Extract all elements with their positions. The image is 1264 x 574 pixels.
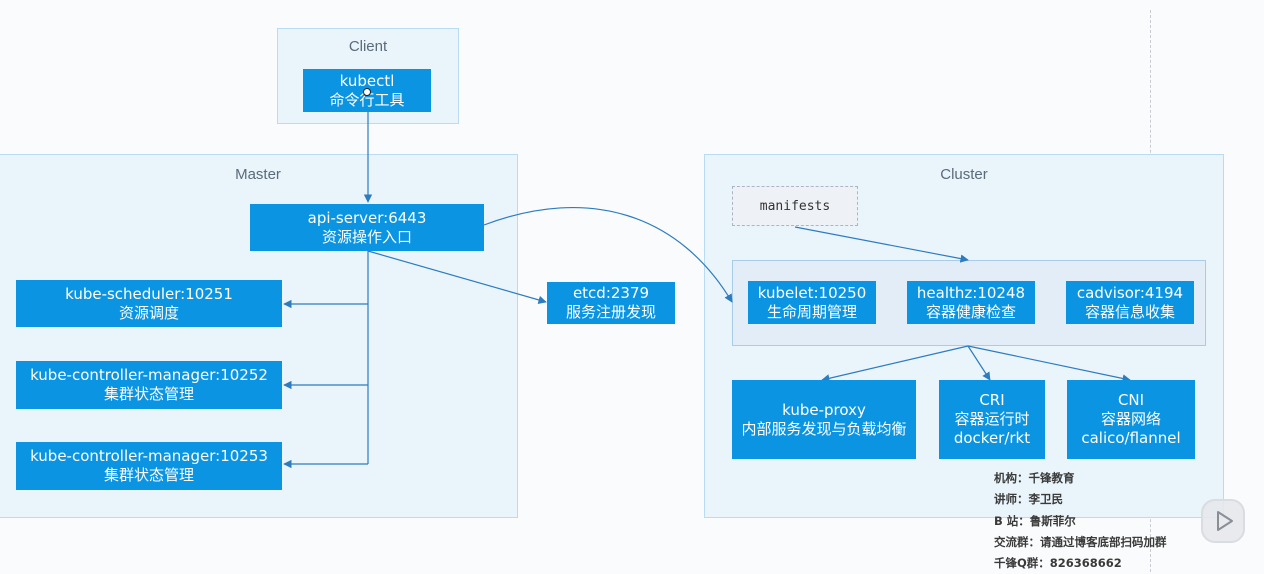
kubelet-to-cri-arrow <box>967 345 991 381</box>
master-title: Master <box>235 166 281 183</box>
cri-name: CRI <box>979 391 1005 409</box>
api-server-name: api-server:6443 <box>307 208 427 227</box>
manifests-box: manifests <box>732 186 858 226</box>
cni-impl: calico/flannel <box>1081 429 1181 447</box>
kube-proxy-box: kube-proxy 内部服务发现与负载均衡 <box>732 380 916 459</box>
kube-proxy-name: kube-proxy <box>782 400 866 419</box>
healthz-name: healthz:10248 <box>916 283 1026 302</box>
api-server-box: api-server:6443 资源操作入口 <box>250 204 484 251</box>
watermark-qq: 千锋Q群：826368662 <box>994 556 1122 571</box>
etcd-desc: 服务注册发现 <box>565 303 656 321</box>
play-icon <box>1217 511 1233 531</box>
kubelet-to-cni-arrow <box>967 345 1131 383</box>
cluster-title: Cluster <box>940 166 988 183</box>
scheduler-box: kube-scheduler:10251 资源调度 <box>16 280 282 327</box>
cadvisor-name: cadvisor:4194 <box>1076 283 1184 302</box>
scheduler-desc: 资源调度 <box>118 303 179 322</box>
etcd-name: etcd:2379 <box>572 284 650 302</box>
controller-manager-1-desc: 集群状态管理 <box>103 385 194 403</box>
watermark-org: 机构：千锋教育 <box>994 471 1075 485</box>
watermark-group: 交流群：请通过博客底部扫码加群 <box>994 534 1167 549</box>
etcd-box: etcd:2379 服务注册发现 <box>547 282 675 324</box>
kubectl-desc: 命令行工具 <box>329 90 405 109</box>
cadvisor-desc: 容器信息收集 <box>1084 302 1175 321</box>
cni-name: CNI <box>1117 391 1145 409</box>
healthz-box: healthz:10248 容器健康检查 <box>907 281 1035 324</box>
controller-manager-2-desc: 集群状态管理 <box>103 466 194 484</box>
cni-box: CNI 容器网络 calico/flannel <box>1067 380 1195 459</box>
kube-proxy-desc: 内部服务发现与负载均衡 <box>741 419 907 438</box>
kubelet-box: kubelet:10250 生命周期管理 <box>748 281 876 324</box>
healthz-desc: 容器健康检查 <box>925 302 1016 321</box>
controller-manager-1-name: kube-controller-manager:10252 <box>30 366 268 384</box>
manifests-to-kubelet-arrow <box>794 226 969 263</box>
api-to-kubelet-arrow <box>483 206 733 303</box>
api-server-desc: 资源操作入口 <box>321 227 412 246</box>
api-to-etcd-arrow <box>367 250 547 304</box>
scheduler-name: kube-scheduler:10251 <box>65 284 233 303</box>
kubelet-desc: 生命周期管理 <box>766 302 857 321</box>
controller-manager-box-2: kube-controller-manager:10253 集群状态管理 <box>16 442 282 490</box>
controller-manager-2-name: kube-controller-manager:10253 <box>30 447 268 465</box>
cri-impl: docker/rkt <box>953 429 1031 447</box>
cri-box: CRI 容器运行时 docker/rkt <box>939 380 1045 459</box>
watermark-bilibili: B 站：鲁斯菲尔 <box>994 513 1076 528</box>
controller-manager-box-1: kube-controller-manager:10252 集群状态管理 <box>16 361 282 409</box>
mouse-cursor-icon <box>363 88 371 96</box>
client-title: Client <box>348 38 388 55</box>
watermark-info: 机构：千锋教育 讲师：李卫民 B 站：鲁斯菲尔 交流群：请通过博客底部扫码加群 … <box>994 468 1167 574</box>
cni-desc: 容器网络 <box>1100 410 1161 428</box>
play-button[interactable] <box>1201 499 1245 543</box>
cadvisor-box: cadvisor:4194 容器信息收集 <box>1066 281 1194 324</box>
kubelet-to-proxy-arrow <box>821 345 969 383</box>
watermark-teacher: 讲师：李卫民 <box>994 492 1063 507</box>
cri-desc: 容器运行时 <box>954 410 1030 428</box>
kubelet-name: kubelet:10250 <box>757 283 867 302</box>
kubectl-name: kubectl <box>339 71 395 90</box>
